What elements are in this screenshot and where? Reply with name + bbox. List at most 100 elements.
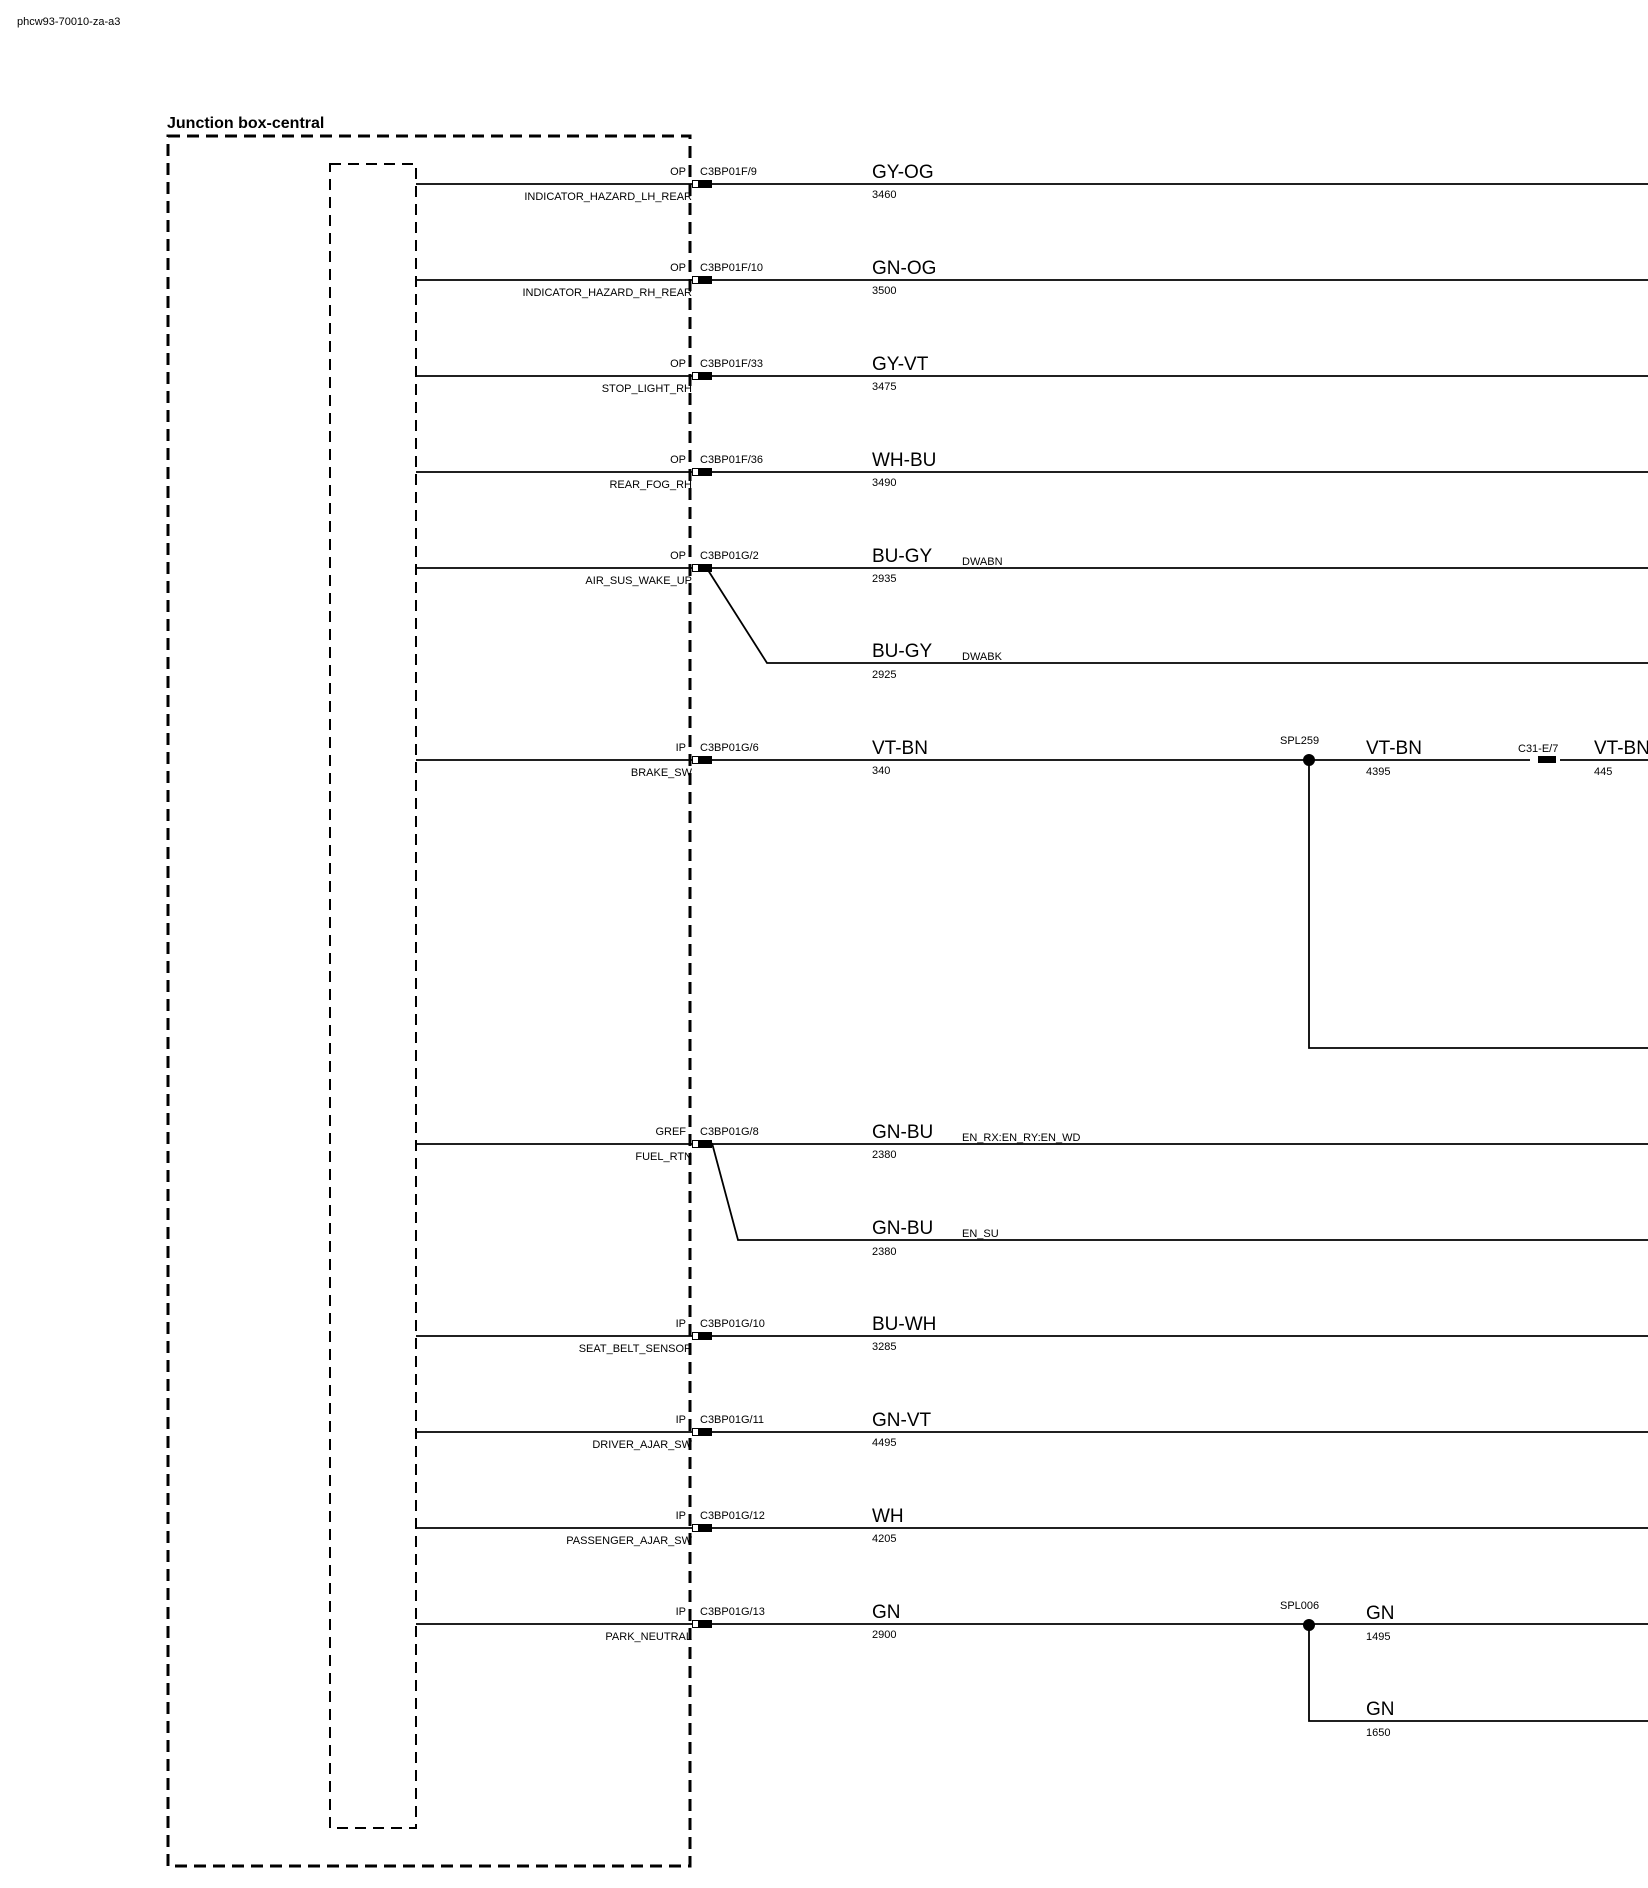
splice-color: VT-BN [1366, 738, 1422, 759]
circuit-row: IP BRAKE_SW C3BP01G/6 VT-BN 340 [416, 738, 1648, 779]
pin-socket-icon [693, 277, 698, 283]
branch-wire-no: 1650 [1366, 1727, 1390, 1739]
wire-number: 2380 [872, 1149, 896, 1161]
pin-label: C3BP01F/10 [700, 262, 763, 274]
signal-name: PASSENGER_AJAR_SW [566, 1535, 692, 1547]
wire-color: WH-BU [872, 450, 936, 471]
io-type: OP [670, 358, 686, 370]
fuel-branch-wire [711, 1142, 1648, 1241]
io-type: OP [670, 166, 686, 178]
signal-name: PARK_NEUTRAL [605, 1631, 692, 1643]
branch-option: DWABK [962, 651, 1003, 663]
signal-name: AIR_SUS_WAKE_UP [585, 575, 692, 587]
junction-box-inner-module [329, 163, 417, 1829]
air-sus-branch: BU-GY 2925 DWABK [705, 566, 1648, 681]
pin-icon [692, 1524, 712, 1532]
option-code: DWABN [962, 556, 1003, 568]
pin-icon [692, 756, 712, 764]
pin-icon [692, 564, 712, 572]
signal-name: STOP_LIGHT_RH [602, 383, 692, 395]
pin-socket-icon [693, 469, 698, 475]
pin-socket-icon [693, 1525, 698, 1531]
wire-color: VT-BN [872, 738, 928, 759]
wire-number: 2935 [872, 573, 896, 585]
signal-name: INDICATOR_HAZARD_RH_REAR [522, 287, 692, 299]
signal-name: REAR_FOG_RH [609, 479, 692, 491]
branch-wire-no: 2380 [872, 1246, 896, 1258]
pin-icon [692, 1332, 712, 1340]
splice-wire-no: 4395 [1366, 766, 1390, 778]
wire-number: 4495 [872, 1437, 896, 1449]
wire-number: 2900 [872, 1629, 896, 1641]
pin-icon [692, 468, 712, 476]
splice-wire-no: 1495 [1366, 1631, 1390, 1643]
io-type: IP [676, 742, 686, 754]
air-sus-branch-wire [705, 566, 1648, 664]
wire-color: GN-BU [872, 1122, 933, 1143]
branch-color: GN-BU [872, 1218, 933, 1239]
wire-color: BU-WH [872, 1314, 936, 1335]
signal-name: BRAKE_SW [631, 767, 693, 779]
io-type: IP [676, 1318, 686, 1330]
connector-label: C31-E/7 [1518, 743, 1558, 755]
pin-label: C3BP01G/12 [700, 1510, 765, 1522]
wire-number: 3460 [872, 189, 896, 201]
signal-name: FUEL_RTN [635, 1151, 692, 1163]
io-type: OP [670, 262, 686, 274]
io-type: OP [670, 454, 686, 466]
branch-wire-no: 2925 [872, 669, 896, 681]
pin-label: C3BP01G/10 [700, 1318, 765, 1330]
wire-color: GY-VT [872, 354, 929, 375]
pin-label: C3BP01F/33 [700, 358, 763, 370]
pin-label: C3BP01G/8 [700, 1126, 759, 1138]
wire-color: BU-GY [872, 546, 933, 567]
circuit-row: OP STOP_LIGHT_RH C3BP01F/33 GY-VT 3475 [416, 354, 1648, 395]
fuel-branch: GN-BU 2380 EN_SU [711, 1142, 1648, 1258]
pin-label: C3BP01G/11 [700, 1414, 764, 1426]
wire-number: 3490 [872, 477, 896, 489]
signal-name: INDICATOR_HAZARD_LH_REAR [524, 191, 692, 203]
splice-label: SPL259 [1280, 735, 1319, 747]
pin-socket-icon [693, 373, 698, 379]
park-splice: SPL006 GN 1495 GN 1650 [1280, 1600, 1648, 1739]
io-type: IP [676, 1510, 686, 1522]
splice-branch-wire [1308, 760, 1648, 1049]
wire-color: GY-OG [872, 162, 934, 183]
pin-icon [692, 1620, 712, 1628]
wire-number: 3285 [872, 1341, 896, 1353]
branch-color: BU-GY [872, 641, 933, 662]
pin-icon [692, 372, 712, 380]
pin-socket-icon [693, 181, 698, 187]
pin-icon [692, 276, 712, 284]
wire-number: 3475 [872, 381, 896, 393]
signal-name: DRIVER_AJAR_SW [592, 1439, 692, 1451]
wire-number: 340 [872, 765, 890, 777]
pin-icon [692, 1428, 712, 1436]
junction-box-outline [166, 134, 692, 1868]
pin-label: C3BP01F/36 [700, 454, 763, 466]
pin-socket-icon [693, 565, 698, 571]
signal-name: SEAT_BELT_SENSOR [579, 1343, 692, 1355]
io-type: GREF [655, 1126, 686, 1138]
branch-option: EN_SU [962, 1228, 999, 1240]
circuit-row: OP REAR_FOG_RH C3BP01F/36 WH-BU 3490 [416, 450, 1648, 491]
doc-ref: phcw93-70010-za-a3 [17, 16, 120, 28]
branch-color: GN [1366, 1699, 1395, 1720]
io-type: OP [670, 550, 686, 562]
pin-socket-icon [693, 1141, 698, 1147]
io-type: IP [676, 1414, 686, 1426]
splice-branch-wire [1308, 1625, 1648, 1722]
wire-color: WH [872, 1506, 904, 1527]
wire-color: GN [872, 1602, 901, 1623]
pin-label: C3BP01G/13 [700, 1606, 765, 1618]
pin-label: C3BP01G/6 [700, 742, 759, 754]
pin-socket-icon [693, 1429, 698, 1435]
box-title: Junction box-central [167, 115, 324, 132]
